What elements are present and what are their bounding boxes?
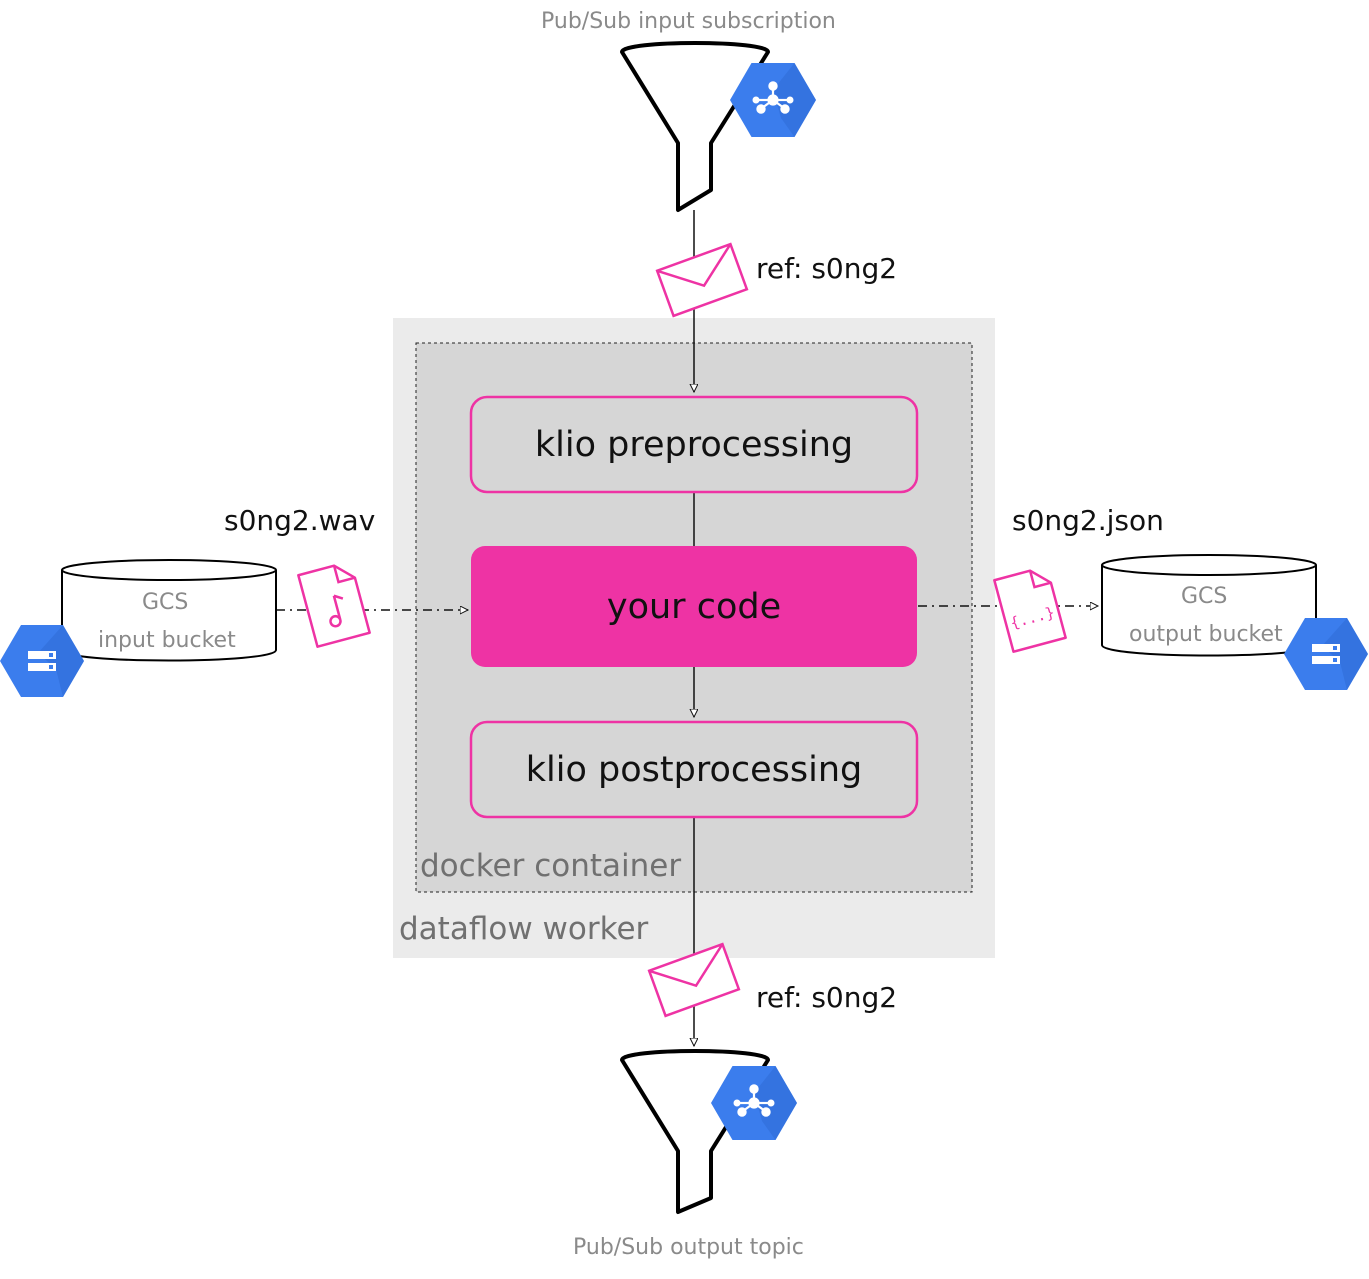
postprocessing-box xyxy=(469,720,919,819)
output-bucket-line1: GCS xyxy=(1181,584,1228,609)
envelope-input-icon xyxy=(655,242,749,318)
output-bucket-cylinder xyxy=(1101,554,1317,657)
dataflow-worker-label: dataflow worker xyxy=(399,911,649,947)
storage-output-icon xyxy=(1284,618,1368,690)
pubsub-input-icon xyxy=(730,63,816,137)
audio-file-icon xyxy=(297,564,371,648)
json-file-icon: {...} xyxy=(993,569,1067,653)
pubsub-output-icon xyxy=(711,1066,797,1140)
docker-container-label: docker container xyxy=(420,848,682,884)
pubsub-input-label: Pub/Sub input subscription xyxy=(541,9,836,34)
input-bucket-cylinder xyxy=(61,559,277,662)
input-bucket-line2: input bucket xyxy=(98,628,236,653)
input-bucket-line1: GCS xyxy=(142,590,189,615)
preprocessing-label: klio preprocessing xyxy=(534,424,854,465)
pubsub-output-label: Pub/Sub output topic xyxy=(573,1235,804,1260)
message-in-label: ref: s0ng2 xyxy=(756,252,898,285)
preprocessing-box xyxy=(469,395,919,494)
storage-input-icon xyxy=(0,625,84,697)
envelope-output-icon xyxy=(647,942,741,1018)
message-out-label: ref: s0ng2 xyxy=(756,981,898,1014)
output-file-label: s0ng2.json xyxy=(1012,504,1164,537)
output-bucket-line2: output bucket xyxy=(1129,622,1283,647)
postprocessing-label: klio postprocessing xyxy=(525,749,863,790)
funnel-input-icon xyxy=(620,41,770,212)
input-file-label: s0ng2.wav xyxy=(224,504,376,537)
code-label: your code xyxy=(606,586,782,627)
code-box xyxy=(471,546,917,667)
